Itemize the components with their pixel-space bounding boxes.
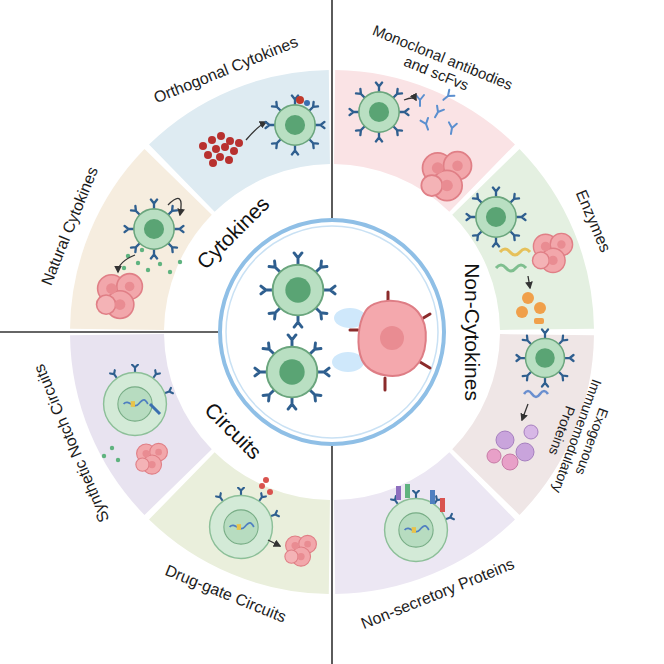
category-label: Cytokines	[192, 192, 274, 274]
sector-label: Orthogonal Cytokines	[151, 32, 301, 107]
divider-lines	[0, 0, 332, 664]
orthogonal-cytokine-icons	[199, 96, 324, 167]
sector-fill	[452, 149, 594, 330]
sector-label: Synthetic Notch Circuits	[30, 361, 113, 525]
sector-label: Enzymes	[571, 188, 614, 256]
drug-gate-icons	[210, 477, 317, 566]
enzyme-icons	[467, 188, 573, 324]
antibody-icons	[350, 83, 472, 201]
category-label: Non-Cytokines	[460, 263, 484, 401]
sector-label: Non-secretory Proteins	[359, 555, 518, 633]
sector-label: Natural Cytokines	[38, 164, 102, 288]
natural-cytokine-icons	[97, 198, 184, 318]
ring-fill	[332, 164, 500, 500]
ring-fill	[164, 332, 332, 500]
non-secretory-icons	[385, 484, 454, 561]
sector-label: Monoclonal antibodies and scFvs	[352, 17, 527, 115]
immunomodulatory-icons	[487, 330, 574, 471]
center-circle	[220, 220, 444, 444]
sector-label: Exogenous Immunemodulatory Proteins	[525, 346, 630, 526]
synnotch-icons	[102, 365, 173, 474]
ring-fill	[164, 164, 332, 332]
sector-label: Drug-gate Circuits	[163, 562, 289, 627]
category-label: Circuits	[200, 398, 267, 465]
